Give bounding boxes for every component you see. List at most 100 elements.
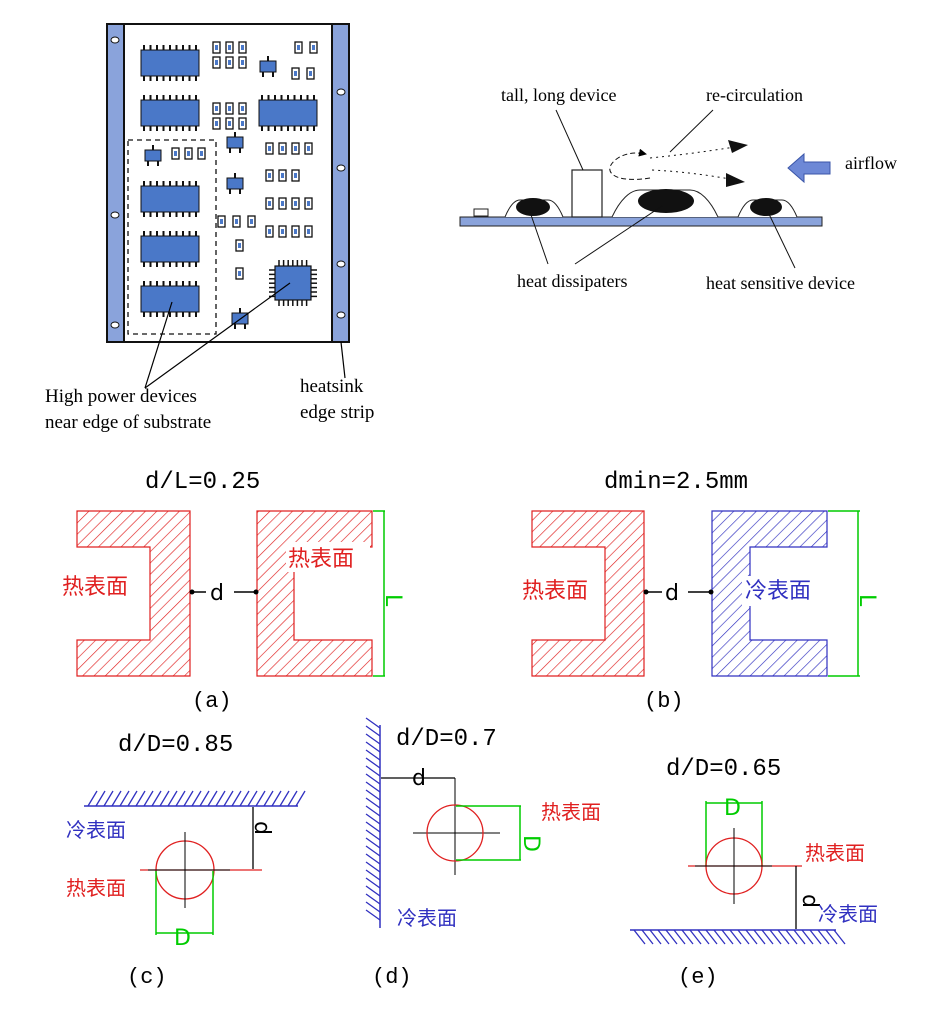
panel-d-hot-label: 热表面 [541, 800, 601, 824]
smd-component [309, 41, 318, 54]
panel-e-surface-hatch [633, 929, 846, 945]
panel-a-label-bg [286, 542, 370, 572]
panel-c-cold-label: 冷表面 [66, 818, 126, 842]
recirculation-arrowhead-2 [726, 173, 745, 187]
label-heat-dissipaters: heat dissipaters [517, 271, 627, 291]
qfp-pins [269, 260, 317, 306]
smd-component [238, 117, 247, 130]
smd-component [265, 197, 274, 210]
qfp-chip [274, 265, 312, 301]
airflow-arrow [787, 152, 831, 184]
panel-b-L: L [854, 594, 879, 607]
soic-chip [140, 231, 200, 267]
panel-b-title: dmin=2.5mm [604, 469, 748, 496]
panel-e-title: d/D=0.65 [666, 756, 781, 783]
leader-heatsink [340, 341, 346, 379]
leader-dissipater-1 [529, 211, 549, 265]
panel-a-right-label: 热表面 [288, 547, 354, 572]
smd-component [171, 147, 180, 160]
sot-transistor [226, 132, 244, 153]
panel-b-left-bracket [531, 510, 645, 677]
smd-component [225, 56, 234, 69]
smd-component [291, 142, 300, 155]
panel-e-D: D [724, 796, 741, 821]
smd-component [225, 117, 234, 130]
panel-a-left-bracket [76, 510, 191, 677]
leader-sensitive [767, 211, 796, 269]
panel-e-hot-label: 热表面 [805, 841, 865, 865]
panel-b-caption: (b) [644, 689, 684, 714]
panel-a-d: d [210, 581, 224, 606]
panel-d-title: d/D=0.7 [396, 726, 497, 753]
pcb-board-illustration: High power devices near edge of substrat… [45, 23, 374, 433]
smd-component [212, 41, 221, 54]
panel-b-left-label: 热表面 [522, 579, 588, 604]
tall-long-device [571, 169, 603, 218]
panel-c-hot-label: 热表面 [66, 876, 126, 900]
heat-dissipater-2 [611, 189, 719, 218]
label-high-power-1: High power devices [45, 386, 197, 407]
label-heatsink-1: heatsink [300, 376, 364, 397]
heatsink-strip-right [331, 23, 350, 343]
soic-chip [258, 95, 318, 131]
smd-component [291, 169, 300, 182]
smd-component [225, 102, 234, 115]
sot-transistor [259, 56, 277, 77]
smd-component [306, 67, 315, 80]
leader-recirc [669, 109, 714, 153]
smd-component [235, 239, 244, 252]
smd-component [265, 142, 274, 155]
heat-dissipater-1 [504, 198, 564, 218]
label-airflow: airflow [845, 153, 897, 173]
panel-c-caption: (c) [127, 965, 167, 990]
panel-a: d/L=0.25 热表面 热表面 d L (a) [62, 469, 405, 714]
panel-b-label-bg [742, 576, 834, 606]
recirculation-curve [609, 148, 651, 180]
smd-component [278, 169, 287, 182]
panel-e-cold-label: 冷表面 [818, 902, 878, 926]
leader-high-power [144, 301, 173, 389]
smd-component [225, 41, 234, 54]
smd-component [304, 197, 313, 210]
panel-a-caption: (a) [192, 689, 232, 714]
panel-b-right-bracket [711, 510, 828, 677]
pcb-chips [140, 41, 318, 329]
smd-component [212, 56, 221, 69]
panel-a-right-bracket [256, 510, 373, 677]
panel-b-right-label: 冷表面 [745, 579, 811, 604]
smd-component [294, 41, 303, 54]
leader-tall [555, 109, 584, 171]
soic-chip [140, 95, 200, 131]
smd-component [217, 215, 226, 228]
panel-c-surface-hatch [87, 790, 306, 807]
label-high-power-2: near edge of substrate [45, 412, 211, 433]
soic-chip [140, 181, 200, 217]
label-recirculation: re-circulation [706, 85, 803, 105]
smd-component [247, 215, 256, 228]
smd-component [291, 67, 300, 80]
smd-component [232, 215, 241, 228]
panel-a-L: L [380, 594, 405, 607]
heatsink-strip-left [106, 23, 125, 343]
panel-d-cold-label: 冷表面 [397, 906, 457, 930]
smd-component [197, 147, 206, 160]
soic-chip [140, 281, 200, 317]
leader-dissipater-2 [574, 205, 663, 265]
panel-c: d/D=0.85 冷表面 热表面 d D (c) [66, 732, 306, 990]
smd-component [265, 169, 274, 182]
smd-component [235, 267, 244, 280]
label-heatsink-2: edge strip [300, 402, 374, 423]
panel-b: dmin=2.5mm 热表面 冷表面 d L (b) [522, 469, 879, 714]
panel-a-title: d/L=0.25 [145, 469, 260, 496]
leader-high-power-2 [144, 282, 291, 389]
soic-chip [140, 45, 200, 81]
sot-transistor [226, 173, 244, 194]
label-heat-sensitive: heat sensitive device [706, 273, 855, 293]
panel-a-left-label: 热表面 [62, 575, 128, 600]
smd-component [304, 142, 313, 155]
panel-d-d: d [412, 766, 426, 791]
smd-component [265, 225, 274, 238]
smd-component [278, 197, 287, 210]
panel-d-D: D [518, 835, 543, 852]
panel-d: d/D=0.7 d D 热表面 冷表面 (d) [365, 717, 601, 990]
